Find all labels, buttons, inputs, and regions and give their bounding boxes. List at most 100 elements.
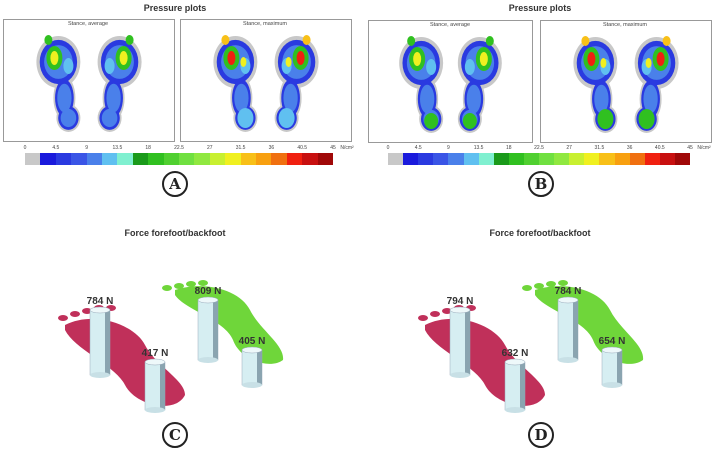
pressure-zone xyxy=(119,51,128,65)
scale-tick: 0 xyxy=(23,145,27,151)
scale-tick: 0 xyxy=(386,145,390,151)
scale-swatch xyxy=(644,153,661,165)
pressure-zone xyxy=(639,113,654,129)
pressure-title-b: Pressure plots xyxy=(508,3,572,13)
foot-heatmap xyxy=(573,36,679,133)
subtitle-maximum: Stance, maximum xyxy=(602,22,647,28)
foot xyxy=(573,36,618,133)
pressure-zone xyxy=(240,57,247,67)
scale-swatch xyxy=(448,153,464,165)
scale-swatch xyxy=(418,153,434,165)
scale-swatch xyxy=(508,153,525,165)
pressure-zone xyxy=(413,52,422,66)
foot-heatmap xyxy=(36,35,142,132)
pressure-zone xyxy=(464,59,475,75)
scale-unit: N/cm² xyxy=(697,145,711,151)
cylinder-top xyxy=(504,358,526,366)
scale-swatch xyxy=(132,153,149,165)
foot xyxy=(274,35,319,132)
scale-swatch xyxy=(584,153,600,165)
scale-swatch xyxy=(55,153,72,165)
toe-print xyxy=(198,280,208,286)
scale-swatch xyxy=(302,153,319,165)
cylinder-base xyxy=(90,372,110,378)
scale-tick: 31.5 xyxy=(235,145,246,151)
cylinder-shade xyxy=(520,362,525,410)
cylinder-top xyxy=(601,346,623,354)
scale-tick: 40.5 xyxy=(654,145,665,151)
scale-unit: N/cm² xyxy=(340,145,354,151)
midfoot-blob xyxy=(466,84,481,114)
pressure-zone xyxy=(278,108,295,128)
pressure-title-a: Pressure plots xyxy=(143,3,207,13)
foot xyxy=(457,36,502,133)
force-label: 405 N xyxy=(239,336,266,347)
cylinder-base xyxy=(198,357,218,363)
pressure-zone xyxy=(462,113,477,129)
scale-swatch xyxy=(599,153,615,165)
scale-swatch xyxy=(478,153,495,165)
scale-swatch xyxy=(614,153,631,165)
plot-box-b-maximum xyxy=(540,20,712,143)
scale-swatch xyxy=(86,153,103,165)
plot-box-b-average xyxy=(368,20,533,143)
scale-swatch xyxy=(102,153,118,165)
force-label: 794 N xyxy=(447,296,474,307)
heel-blob xyxy=(101,108,118,128)
scale-swatch xyxy=(40,153,57,165)
scale-swatch xyxy=(286,153,303,165)
scale-swatch xyxy=(148,153,165,165)
scale-tick: 40.5 xyxy=(297,145,308,151)
scale-swatch xyxy=(523,153,540,165)
cylinder-base xyxy=(145,407,165,413)
toe-print xyxy=(82,308,92,314)
pressure-zone xyxy=(426,59,437,75)
foot-heatmap xyxy=(399,36,502,133)
pressure-zone xyxy=(104,58,115,74)
scale-tick: 36 xyxy=(268,145,275,151)
cylinder-base xyxy=(602,382,622,388)
scale-swatch xyxy=(240,153,257,165)
cylinder-base xyxy=(450,372,470,378)
pressure-zone xyxy=(479,52,488,66)
scale-tick: 18 xyxy=(506,145,512,151)
pressure-zone xyxy=(227,51,236,65)
pressure-zone xyxy=(50,51,59,65)
cylinder-shade xyxy=(617,350,622,385)
left-foot-print xyxy=(65,318,185,406)
pressure-zone xyxy=(237,108,254,128)
pressure-zone xyxy=(63,58,74,74)
scale-swatch xyxy=(388,153,404,165)
toe-print xyxy=(162,285,172,291)
toe-print xyxy=(58,315,68,321)
scale-swatch xyxy=(569,153,585,165)
scale-swatch xyxy=(403,153,419,165)
foot xyxy=(213,35,258,132)
cylinder-top xyxy=(89,306,111,314)
label-d: D xyxy=(528,422,554,448)
foot xyxy=(399,36,444,133)
pressure-zone xyxy=(285,57,292,67)
right-foot-print xyxy=(535,286,644,364)
scale-tick: 45 xyxy=(330,145,336,151)
cylinder-top xyxy=(197,296,219,304)
toe-print xyxy=(534,283,544,289)
scale-tick: 9 xyxy=(85,145,88,151)
midfoot-blob xyxy=(106,83,121,113)
pressure-zone xyxy=(485,36,494,46)
cylinder-shade xyxy=(573,300,578,360)
pressure-zone xyxy=(296,51,305,65)
toe-print xyxy=(418,315,428,321)
scale-tick: 4.5 xyxy=(52,145,60,151)
midfoot-blob xyxy=(57,83,72,113)
force-label: 417 N xyxy=(142,348,169,359)
pressure-zone xyxy=(598,113,613,129)
force-label: 784 N xyxy=(555,286,582,297)
toe-print xyxy=(442,308,452,314)
force-label: 654 N xyxy=(599,336,626,347)
